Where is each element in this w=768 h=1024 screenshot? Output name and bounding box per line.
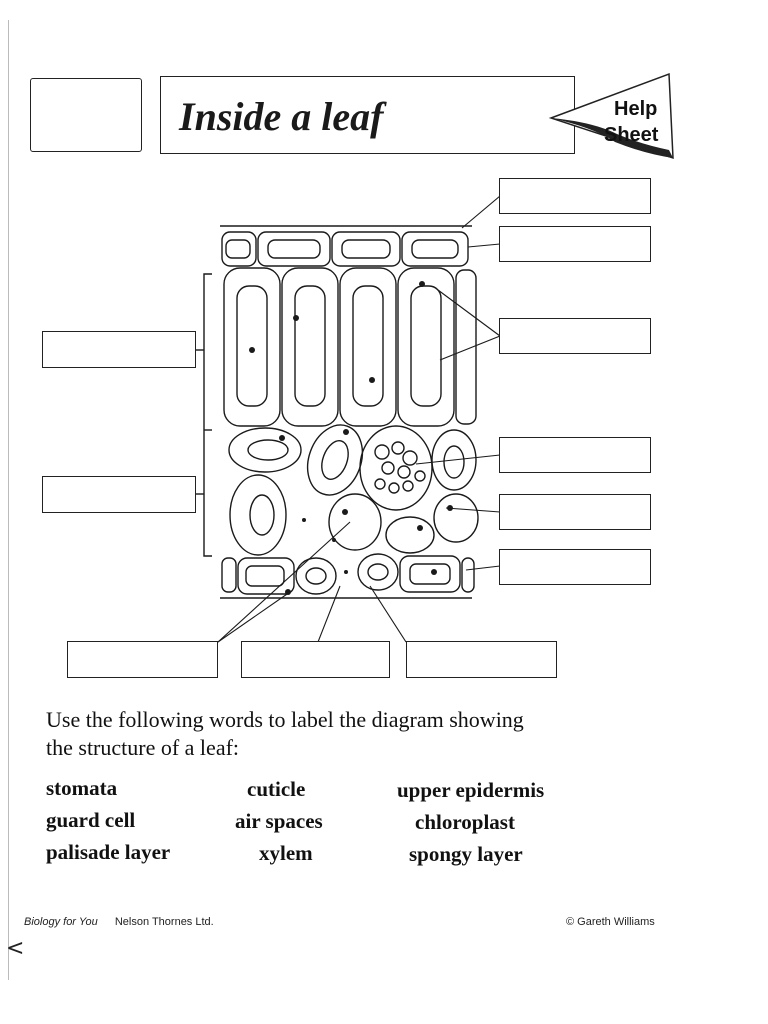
header-blank-box [30,78,142,152]
page-edge-line [8,20,9,980]
footer-book-title: Biology for You [24,916,98,928]
lower-epidermis-cells [220,553,475,599]
leader-lines [217,195,501,643]
word-palisade-layer: palisade layer [46,840,171,864]
word-chloroplast: chloroplast [415,810,515,834]
label-box-7[interactable] [499,494,651,530]
label-box-4[interactable] [42,331,196,368]
page-title: Inside a leaf [179,94,384,139]
label-box-9[interactable] [67,641,218,678]
footer-publisher: Nelson Thornes Ltd. [114,916,214,928]
instructions-line-2: the structure of a leaf: [46,735,240,760]
instructions-line-1: Use the following words to label the dia… [46,707,524,732]
instructions: Use the following words to label the dia… [46,706,606,762]
word-air-spaces: air spaces [235,809,323,833]
word-spongy-layer: spongy layer [409,842,523,866]
palisade-cells [223,267,477,427]
title-box: Inside a leaf [160,76,575,154]
spongy-cells [228,424,479,556]
word-xylem: xylem [259,841,313,865]
word-stomata: stomata [46,776,118,800]
label-box-2[interactable] [499,226,651,262]
footer-copyright: © Gareth Williams [566,916,655,928]
label-box-10[interactable] [241,641,390,678]
label-box-5[interactable] [499,437,651,473]
edge-arrow-mark: < [6,936,25,961]
layer-brackets [196,273,212,557]
word-guard-cell: guard cell [46,808,136,832]
upper-epidermis-cells [221,231,469,267]
label-box-11[interactable] [406,641,557,678]
help-word: Help [614,98,658,120]
word-upper-epidermis: upper epidermis [397,778,545,802]
help-sheet-flag-icon [548,72,674,160]
label-box-6[interactable] [42,476,196,513]
xylem-bundle [359,425,433,511]
label-box-8[interactable] [499,549,651,585]
label-box-3[interactable] [499,318,651,354]
label-box-1[interactable] [499,178,651,214]
footer-left: Biology for You Nelson Thornes Ltd. [24,916,214,928]
sheet-word: Sheet [604,124,659,146]
word-cuticle: cuticle [247,777,306,801]
